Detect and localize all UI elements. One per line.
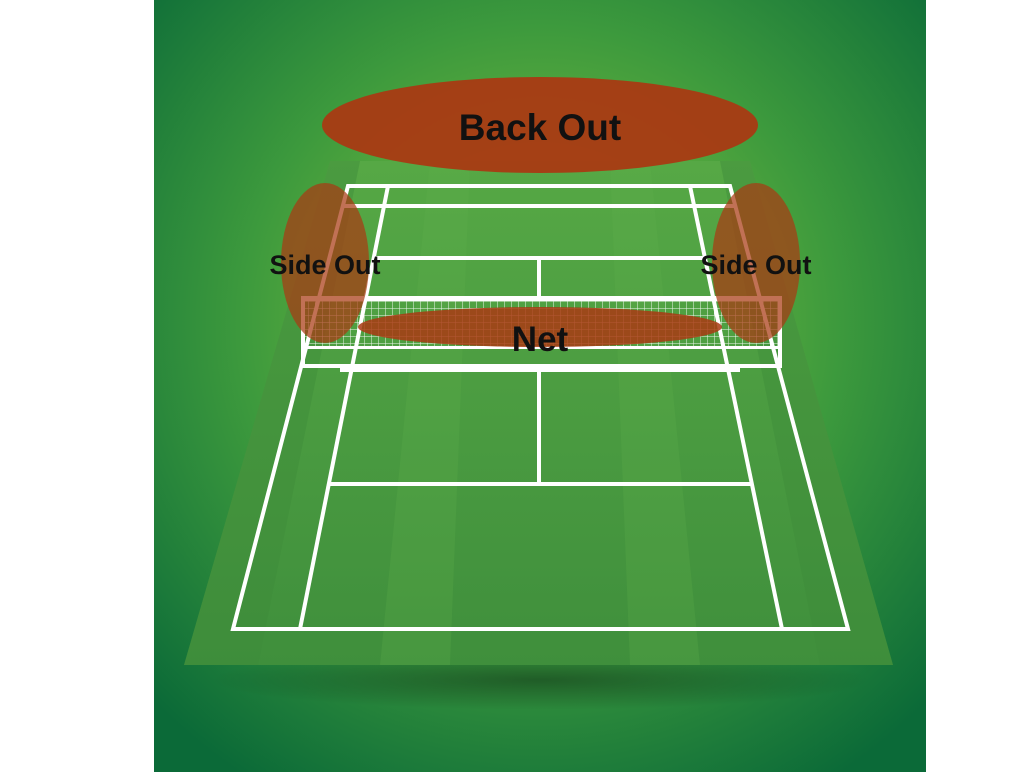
net-zone (358, 307, 722, 347)
back-out-label: Back Out (459, 107, 621, 148)
net-top-band (303, 296, 780, 301)
net-bottom-band (303, 346, 780, 349)
side-out-left-label: Side Out (269, 250, 380, 280)
court-lines (230, 184, 851, 631)
side-out-right-zone (712, 183, 800, 343)
back-out-zone (322, 77, 758, 173)
singles-sideline-right (688, 185, 784, 630)
net-label: Net (512, 320, 569, 359)
floor-stripe (380, 161, 470, 665)
singles-sideline-left (298, 185, 390, 630)
side-out-left-zone (281, 183, 369, 343)
floor-stripe (610, 161, 700, 665)
fault-zones (281, 77, 800, 347)
court-boundary (230, 184, 851, 631)
side-out-right-label: Side Out (700, 250, 811, 280)
